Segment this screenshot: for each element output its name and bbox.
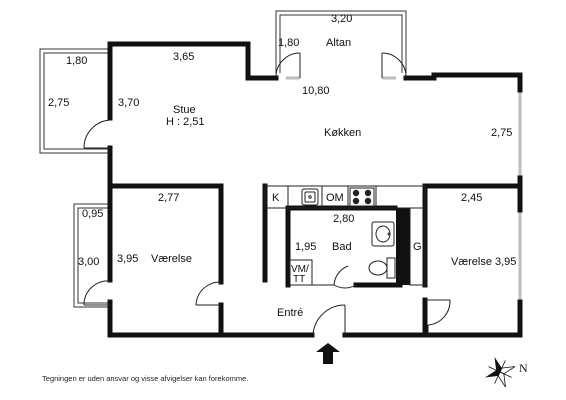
washer-label-1: VM/ (291, 264, 309, 275)
bad-name: Bad (332, 241, 352, 253)
koekken-name: Køkken (324, 127, 361, 139)
stue-depth: 3,70 (118, 97, 139, 109)
west-balcony-width: 1,80 (66, 55, 87, 67)
west-balcony-depth: 2,75 (48, 97, 69, 109)
west-balcony (39, 48, 110, 154)
wardrobe-label: G (413, 241, 422, 253)
vaerelse-left-depth: 3,95 (117, 253, 138, 265)
wardrobe-wall (396, 208, 410, 285)
compass-icon (484, 356, 516, 388)
stue-width: 3,65 (173, 51, 194, 63)
doors (83, 52, 451, 336)
bad-depth: 1,95 (295, 241, 316, 253)
koekken-width: 10,80 (302, 85, 330, 97)
altan-depth: 1,80 (278, 37, 299, 49)
vaerelse-right-name: Værelse (451, 256, 492, 268)
west-balcony-small (73, 203, 110, 308)
vaerelse-left-width: 2,77 (158, 192, 179, 204)
om-label: OM (326, 192, 344, 204)
entrance-arrow-icon (316, 343, 340, 364)
stue-height: H : 2,51 (166, 116, 205, 128)
small-balcony-depth: 3,00 (78, 256, 99, 268)
sink-icon (301, 188, 319, 206)
altan-width: 3,20 (331, 13, 352, 25)
compass-north-label: N (519, 361, 528, 375)
bad-width: 2,80 (333, 213, 354, 225)
small-balcony-width: 0,95 (82, 208, 103, 220)
altan-name: Altan (326, 37, 351, 49)
disclaimer: Tegningen er uden ansvar og visse afvige… (42, 374, 248, 383)
vaerelse-right-width: 2,45 (461, 192, 482, 204)
vaerelse-left-name: Værelse (151, 253, 192, 265)
k-label: K (272, 192, 280, 204)
kitchen-counter (264, 185, 426, 209)
toilet-icon (368, 257, 396, 279)
stue-name: Stue (173, 104, 196, 116)
koekken-depth: 2,75 (491, 127, 512, 139)
washer-label-2: TT (293, 274, 305, 285)
entre-name: Entré (277, 307, 303, 319)
stove-icon (349, 187, 375, 207)
washbasin-icon (371, 221, 395, 247)
altan-balcony (275, 10, 407, 73)
vaerelse-right-depth: 3,95 (495, 256, 516, 268)
